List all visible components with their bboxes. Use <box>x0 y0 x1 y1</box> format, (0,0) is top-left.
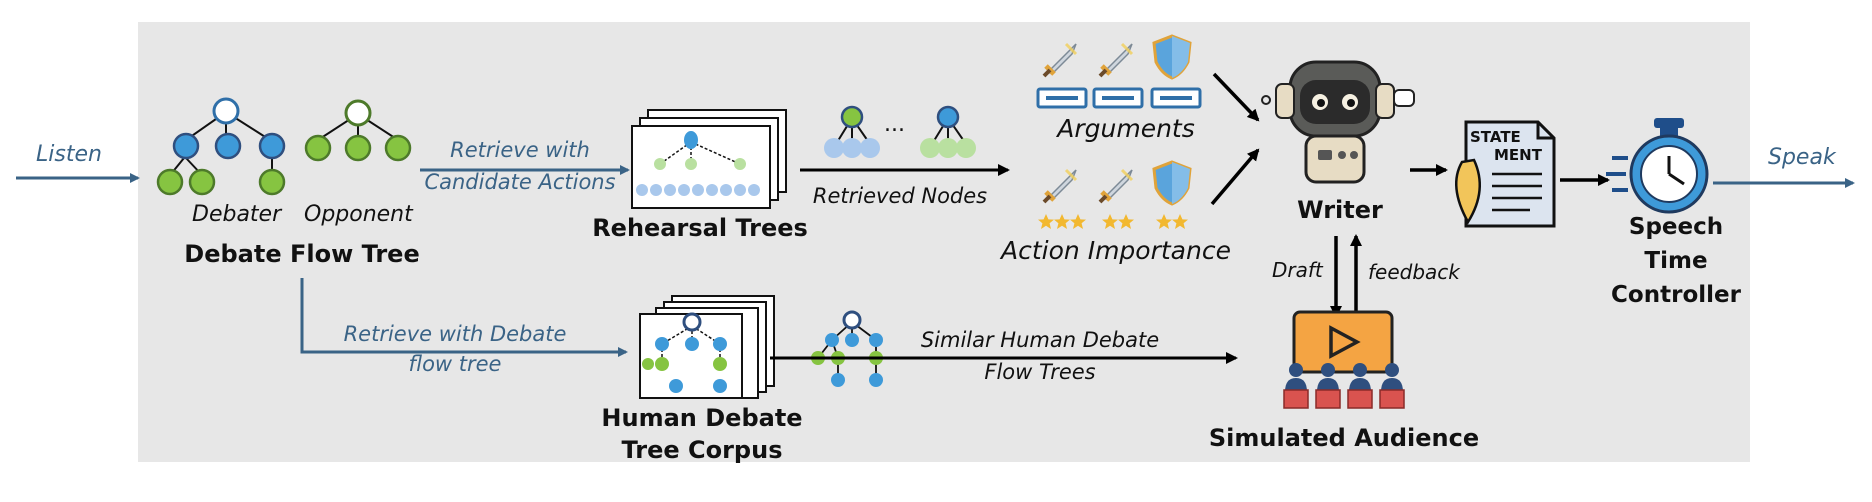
writer-robot-icon <box>1261 60 1415 184</box>
debater-label: Debater <box>192 202 282 227</box>
retrieve-candidate-label-2: Candidate Actions <box>424 170 616 194</box>
simulated-audience-icon <box>1283 310 1405 409</box>
human-corpus-label-1: Human Debate <box>601 404 803 432</box>
similar-trees-label-2: Flow Trees <box>984 360 1096 384</box>
feedback-label: feedback <box>1368 260 1460 284</box>
draft-label: Draft <box>1272 258 1323 282</box>
rehearsal-trees-label: Rehearsal Trees <box>592 214 808 242</box>
speech-time-label-2: Time <box>1644 248 1708 274</box>
retrieve-flow-label-2: flow tree <box>408 352 502 376</box>
speech-time-label-1: Speech <box>1628 214 1724 240</box>
writer-label: Writer <box>1297 196 1383 224</box>
speech-time-label-3: Controller <box>1611 282 1741 308</box>
speak-label: Speak <box>1768 145 1836 170</box>
retrieved-nodes-icon <box>824 105 976 158</box>
statement-document-icon <box>1455 120 1556 228</box>
human-corpus-label-2: Tree Corpus <box>621 436 783 464</box>
similar-trees-label-1: Similar Human Debate <box>920 328 1160 352</box>
retrieve-candidate-label-1: Retrieve with <box>450 138 590 162</box>
listen-label: Listen <box>36 142 102 167</box>
ellipsis-label: ... <box>884 112 905 137</box>
arguments-label: Arguments <box>1057 114 1195 143</box>
retrieve-flow-arrow <box>300 278 628 357</box>
simulated-audience-label: Simulated Audience <box>1208 424 1480 452</box>
human-corpus-icon <box>639 295 775 399</box>
opponent-tree-icon <box>304 99 412 162</box>
opponent-label: Opponent <box>304 202 413 227</box>
debate-flow-tree-label: Debate Flow Tree <box>184 240 420 268</box>
statement-text-2: MENT <box>1494 146 1542 164</box>
retrieved-nodes-label: Retrieved Nodes <box>812 184 988 208</box>
rehearsal-trees-icon <box>631 109 787 209</box>
importance-to-writer-arrow <box>1210 148 1260 206</box>
retrieve-flow-label-1: Retrieve with Debate <box>343 322 567 346</box>
debater-tree-icon <box>156 97 286 196</box>
stopwatch-icon <box>1606 118 1709 214</box>
statement-text-1: STATE <box>1470 128 1521 146</box>
pipeline-panel <box>138 22 1750 462</box>
arguments-to-writer-arrow <box>1212 72 1260 122</box>
action-importance-label: Action Importance <box>1001 236 1231 265</box>
